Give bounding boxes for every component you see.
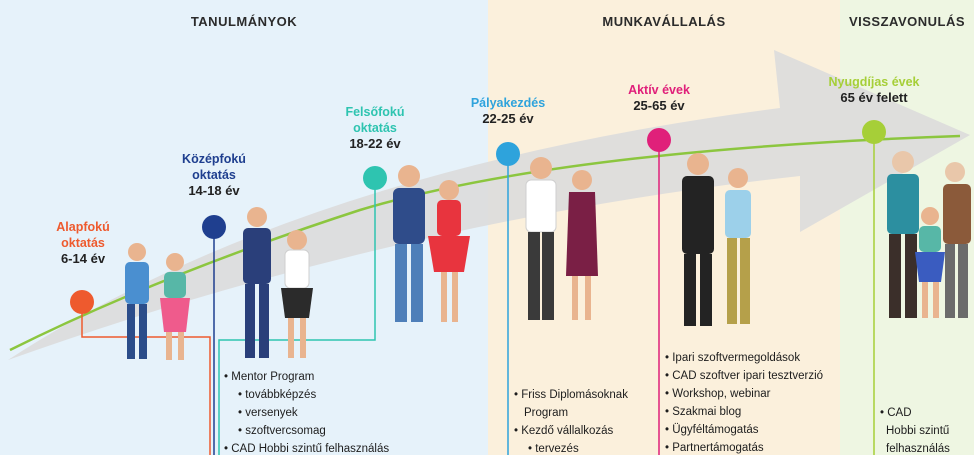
person-figure xyxy=(682,153,714,326)
stage-name-line2: oktatás xyxy=(61,236,105,250)
stage-dot-primary xyxy=(70,290,94,314)
person-figure xyxy=(281,230,313,358)
stage-name-line1: Középfokú xyxy=(182,152,246,166)
person-figure xyxy=(566,170,598,320)
person-figure xyxy=(428,180,470,322)
stage-label-career-start: Pályakezdés 22-25 év xyxy=(458,95,558,127)
stage-name-line2: oktatás xyxy=(192,168,236,182)
stage-label-secondary: Középfokú oktatás 14-18 év xyxy=(169,151,259,199)
stage-dot-retired xyxy=(862,120,886,144)
person-figure xyxy=(125,243,149,359)
section-title-retire: VISSZAVONULÁS xyxy=(848,14,966,29)
person-figure xyxy=(887,151,919,318)
list-item: versenyek xyxy=(224,404,389,422)
stage-dot-active xyxy=(647,128,671,152)
list-item: CAD xyxy=(880,404,950,422)
list-item: Workshop, webinar xyxy=(665,385,823,403)
list-secondary: Mentor Program továbbképzés versenyek sz… xyxy=(224,368,389,455)
stage-age: 6-14 év xyxy=(60,251,106,266)
stage-name-line1: Alapfokú xyxy=(56,220,110,234)
list-item: Friss Diplomásoknak xyxy=(514,386,628,404)
connector-3 xyxy=(218,178,376,455)
timeline-line xyxy=(9,134,961,352)
stage-dot-higher xyxy=(363,166,387,190)
list-item: CAD Hobbi szintű felhasználás xyxy=(224,440,389,455)
stage-name-line1: Aktív évek xyxy=(628,83,690,97)
stage-age: 22-25 év xyxy=(482,111,534,126)
list-item: Szakmai blog xyxy=(665,403,823,421)
stage-name-line1: Nyugdíjas évek xyxy=(828,75,920,89)
list-item: Partnertámogatás xyxy=(665,439,823,455)
list-item: Hobbi szintű xyxy=(886,425,950,437)
list-item: Ügyféltámogatás xyxy=(665,421,823,439)
stage-age: 14-18 év xyxy=(188,183,240,198)
list-item: Mentor Program xyxy=(224,368,389,386)
stage-label-primary: Alapfokú oktatás 6-14 év xyxy=(38,219,128,267)
stage-dot-career-start xyxy=(496,142,520,166)
list-item: Program xyxy=(524,407,569,419)
list-item: CAD szoftver ipari tesztverzió xyxy=(665,367,823,385)
list-item: szoftvercsomag xyxy=(224,422,389,440)
person-figure xyxy=(393,165,425,322)
list-item: Kezdő vállalkozás xyxy=(514,422,628,440)
stage-age: 65 év felett xyxy=(840,90,908,105)
stage-dot-secondary xyxy=(202,215,226,239)
person-figure xyxy=(915,207,945,318)
person-figure xyxy=(725,168,751,324)
stage-name-line1: Pályakezdés xyxy=(470,96,546,110)
list-item: tervezés xyxy=(514,440,628,455)
section-title-study: TANULMÁNYOK xyxy=(190,14,298,29)
person-figure xyxy=(943,162,971,318)
stage-age: 25-65 év xyxy=(633,98,685,113)
section-title-work: MUNKAVÁLLALÁS xyxy=(602,14,726,29)
stage-name-line1: Felsőfokú xyxy=(345,105,405,119)
stage-label-retired: Nyugdíjas évek 65 év felett xyxy=(814,74,934,106)
person-figure xyxy=(243,207,271,358)
list-item: Ipari szoftvermegoldások xyxy=(665,349,823,367)
list-active: Ipari szoftvermegoldások CAD szoftver ip… xyxy=(665,349,823,455)
person-figure xyxy=(525,157,557,320)
list-item: továbbképzés xyxy=(224,386,389,404)
stage-label-active: Aktív évek 25-65 év xyxy=(609,82,709,114)
person-figure xyxy=(160,253,190,360)
list-item: felhasználás xyxy=(886,443,950,455)
stage-age: 18-22 év xyxy=(349,136,401,151)
list-career-start: Friss Diplomásoknak Program Kezdő vállal… xyxy=(514,386,628,455)
stage-label-higher: Felsőfokú oktatás 18-22 év xyxy=(330,104,420,152)
stage-name-line2: oktatás xyxy=(353,121,397,135)
list-retired: CAD Hobbi szintű felhasználás xyxy=(880,404,950,455)
